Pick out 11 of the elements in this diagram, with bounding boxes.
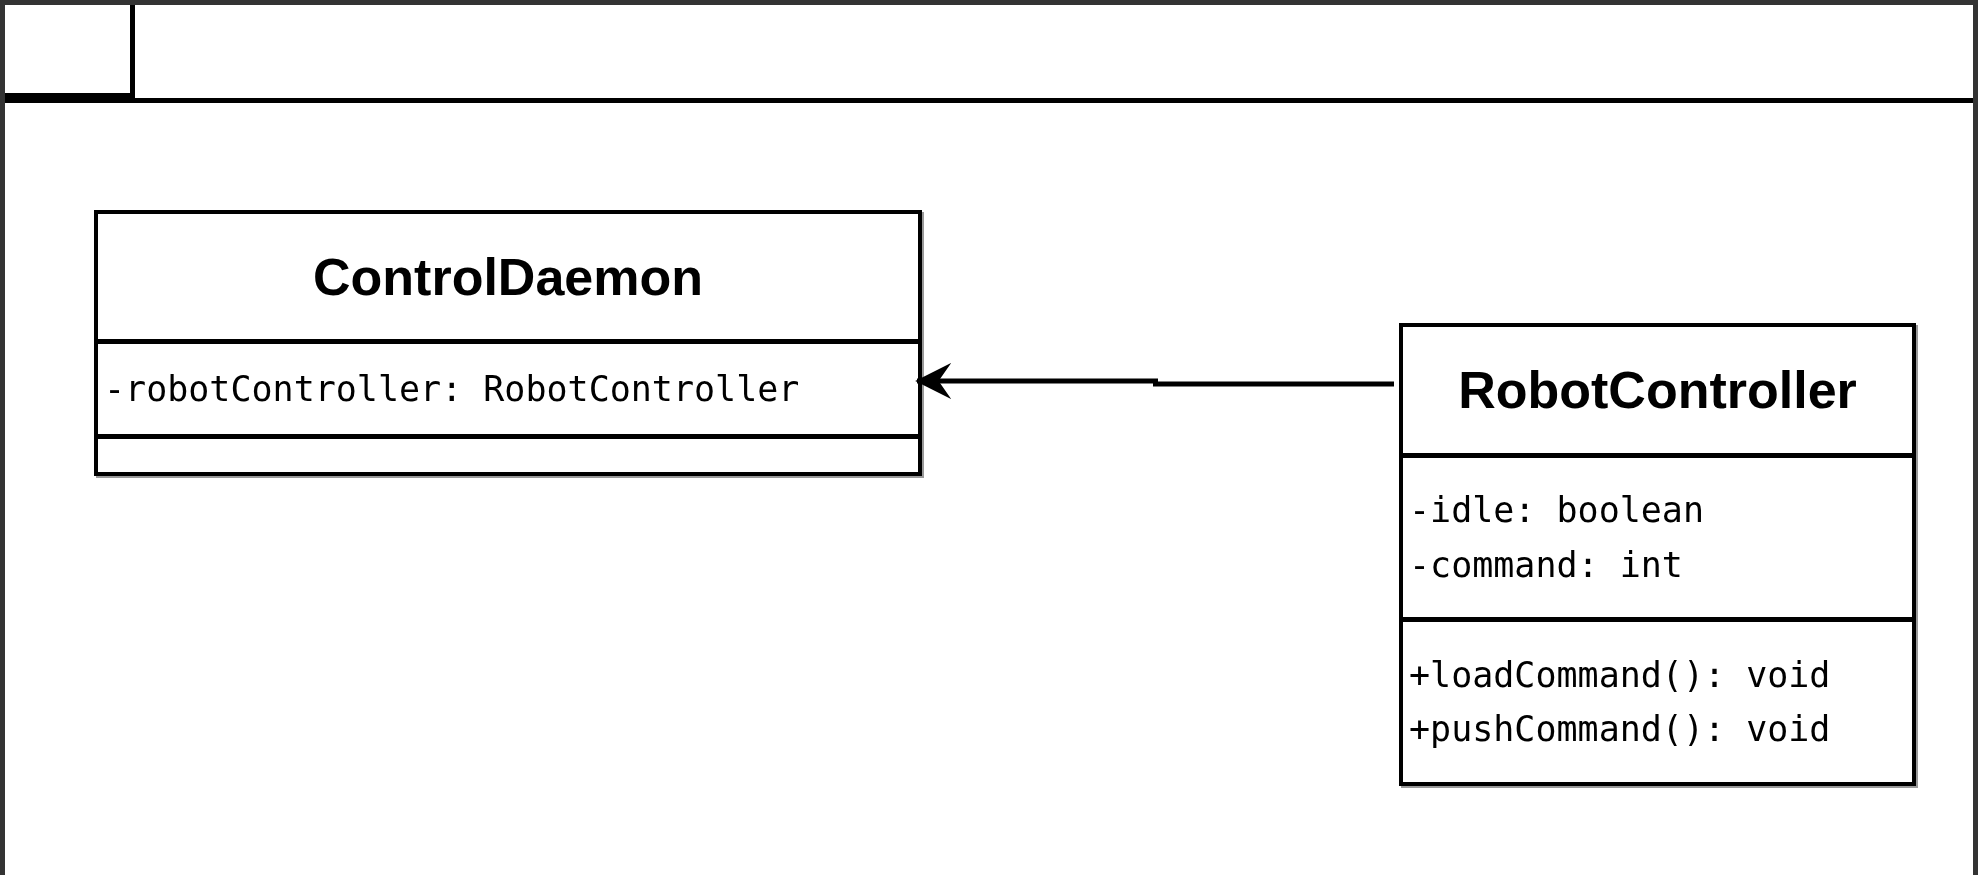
class-method: +pushCommand(): void xyxy=(1409,708,1831,751)
association-arrow xyxy=(915,363,1394,399)
class-name: RobotController xyxy=(1458,360,1857,420)
package-tab xyxy=(5,5,135,98)
class-attribute: -idle: boolean xyxy=(1409,489,1704,533)
class-method: +loadCommand(): void xyxy=(1409,653,1831,697)
class-box xyxy=(1399,323,1916,786)
class-attribute: -robotController: RobotController xyxy=(104,367,800,411)
class-attribute: -command: int xyxy=(1409,543,1683,587)
class-name: ControlDaemon xyxy=(313,246,703,307)
class-box xyxy=(94,210,922,476)
